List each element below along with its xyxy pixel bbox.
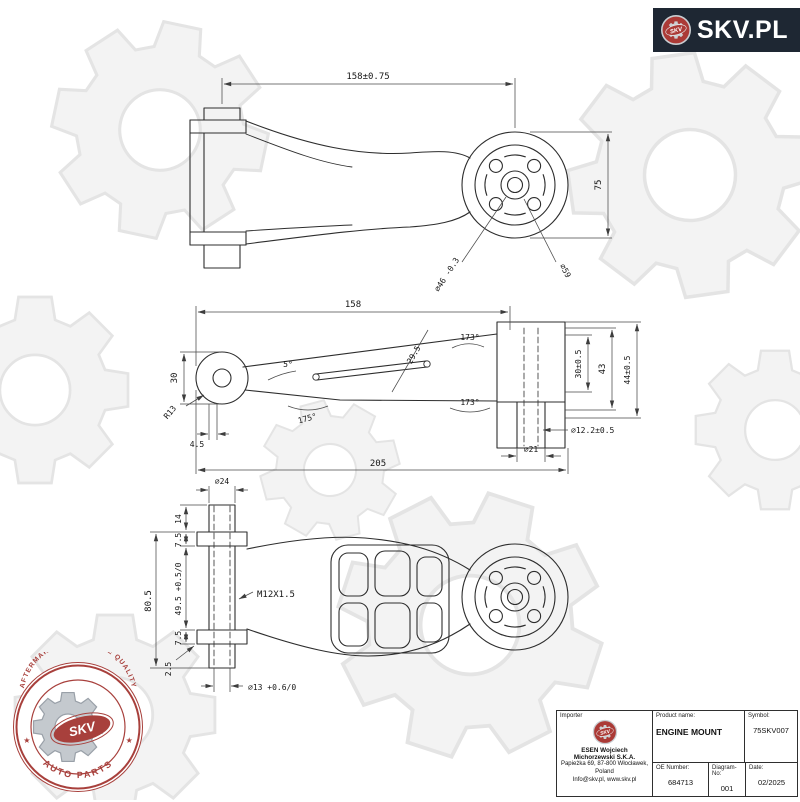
stamp-star-left: ★ <box>23 736 30 745</box>
dim-hole-122: ⌀12.2±0.5 <box>571 426 615 435</box>
importer-contact: Info@skv.pl, www.skv.pl <box>572 776 637 783</box>
dim-angle-173-top: 173° <box>460 333 479 342</box>
stamp-center-text: SKV <box>67 718 98 739</box>
dim-offset-45: 4.5 <box>190 440 205 449</box>
importer-company: ESEN Wojciech Michorzewski S.K.A. <box>573 747 636 761</box>
dim-outer-59: ⌀59 <box>558 262 573 279</box>
symbol-cell: Symbol: 75SKV007 <box>745 711 797 762</box>
view3-dimension-lines <box>150 486 254 692</box>
diagram-no-cell: Diagram-No: 001 <box>709 763 746 796</box>
quality-stamp: AFTERMARKET PRICE - OE QUALITY AUTO PART… <box>13 652 143 792</box>
dim-top-14: 14 <box>174 514 183 524</box>
date-cell: Date: 02/2025 <box>746 763 797 796</box>
importer-logo-icon <box>592 719 618 745</box>
dim-between-495: 49.5 +0.5/0 <box>174 562 183 615</box>
view-plan: 158 30 R13 4.5 29.5 5° 173° 175° 173° 30… <box>162 300 641 474</box>
dim-width-43: 43 <box>598 364 608 375</box>
dim-width-30: 30 <box>170 373 180 384</box>
skv-logo-icon <box>660 14 692 46</box>
dim-boss-21: ⌀21 <box>524 445 539 454</box>
symbol-label: Symbol: <box>748 713 770 719</box>
date-label: Date: <box>749 765 764 771</box>
dim-overall-805: 80.5 <box>144 590 154 612</box>
diagram-no-value: 001 <box>720 784 734 793</box>
dim-hole-13: ⌀13 +0.6/0 <box>248 683 296 692</box>
importer-cell: Importer ESEN Wojciech Michorzewski S.K.… <box>557 711 653 796</box>
view3-part-outline <box>196 504 569 669</box>
dim-total-205: 205 <box>370 459 386 469</box>
dim-length-158b: 158 <box>345 300 361 310</box>
dim-angle-173-bottom: 173° <box>460 398 479 407</box>
dim-length-158: 158±0.75 <box>346 72 389 82</box>
oe-number-cell: OE Number: 684713 <box>653 763 709 796</box>
view1-part-outline <box>189 107 569 269</box>
dim-post-24: ⌀24 <box>215 477 230 486</box>
dim-step-25: 2.5 <box>164 662 173 677</box>
oe-number-label: OE Number: <box>656 765 690 771</box>
dim-flange-bottom-75: 7.5 <box>174 631 183 646</box>
product-label: Product name: <box>656 713 696 719</box>
view-side-bottom: ⌀24 14 7.5 80.5 49.5 +0.5/0 7.5 2.5 M12X… <box>144 477 569 692</box>
dim-radius-r13: R13 <box>162 404 178 421</box>
diagram-no-label: Diagram-No: <box>712 765 737 777</box>
view1-dimension-lines <box>221 78 612 263</box>
dim-thread-m12: M12X1.5 <box>257 590 295 600</box>
date-value: 02/2025 <box>757 778 786 787</box>
stamp-star-right: ★ <box>126 736 133 745</box>
view2-dimension-lines <box>180 306 641 474</box>
view-side-top: 158±0.75 75 ⌀46 -0.3 ⌀59 <box>189 72 612 293</box>
product-name: ENGINE MOUNT <box>656 727 723 737</box>
dim-bore-46: ⌀46 -0.3 <box>433 256 462 293</box>
dim-flange-top-75: 7.5 <box>174 533 183 548</box>
importer-address: Papieżka 69, 87-800 Włocławek, Poland <box>560 761 649 775</box>
oe-number-value: 684713 <box>667 778 694 787</box>
product-cell: Product name: ENGINE MOUNT <box>653 711 745 762</box>
dim-height-75: 75 <box>594 180 604 191</box>
brand-bar: SKV.PL <box>653 8 800 52</box>
symbol-value: 75SKV007 <box>753 726 789 735</box>
dim-width-44: 44±0.5 <box>623 355 632 384</box>
brand-name: SKV.PL <box>697 15 789 44</box>
importer-label: Importer <box>560 713 583 719</box>
dim-width-30-05: 30±0.5 <box>574 349 583 378</box>
dim-angle-5: 5° <box>283 360 293 369</box>
view2-part-outline <box>195 321 566 449</box>
stamp-center-badge: SKV <box>50 712 114 746</box>
title-block: Importer ESEN Wojciech Michorzewski S.K.… <box>556 710 798 797</box>
